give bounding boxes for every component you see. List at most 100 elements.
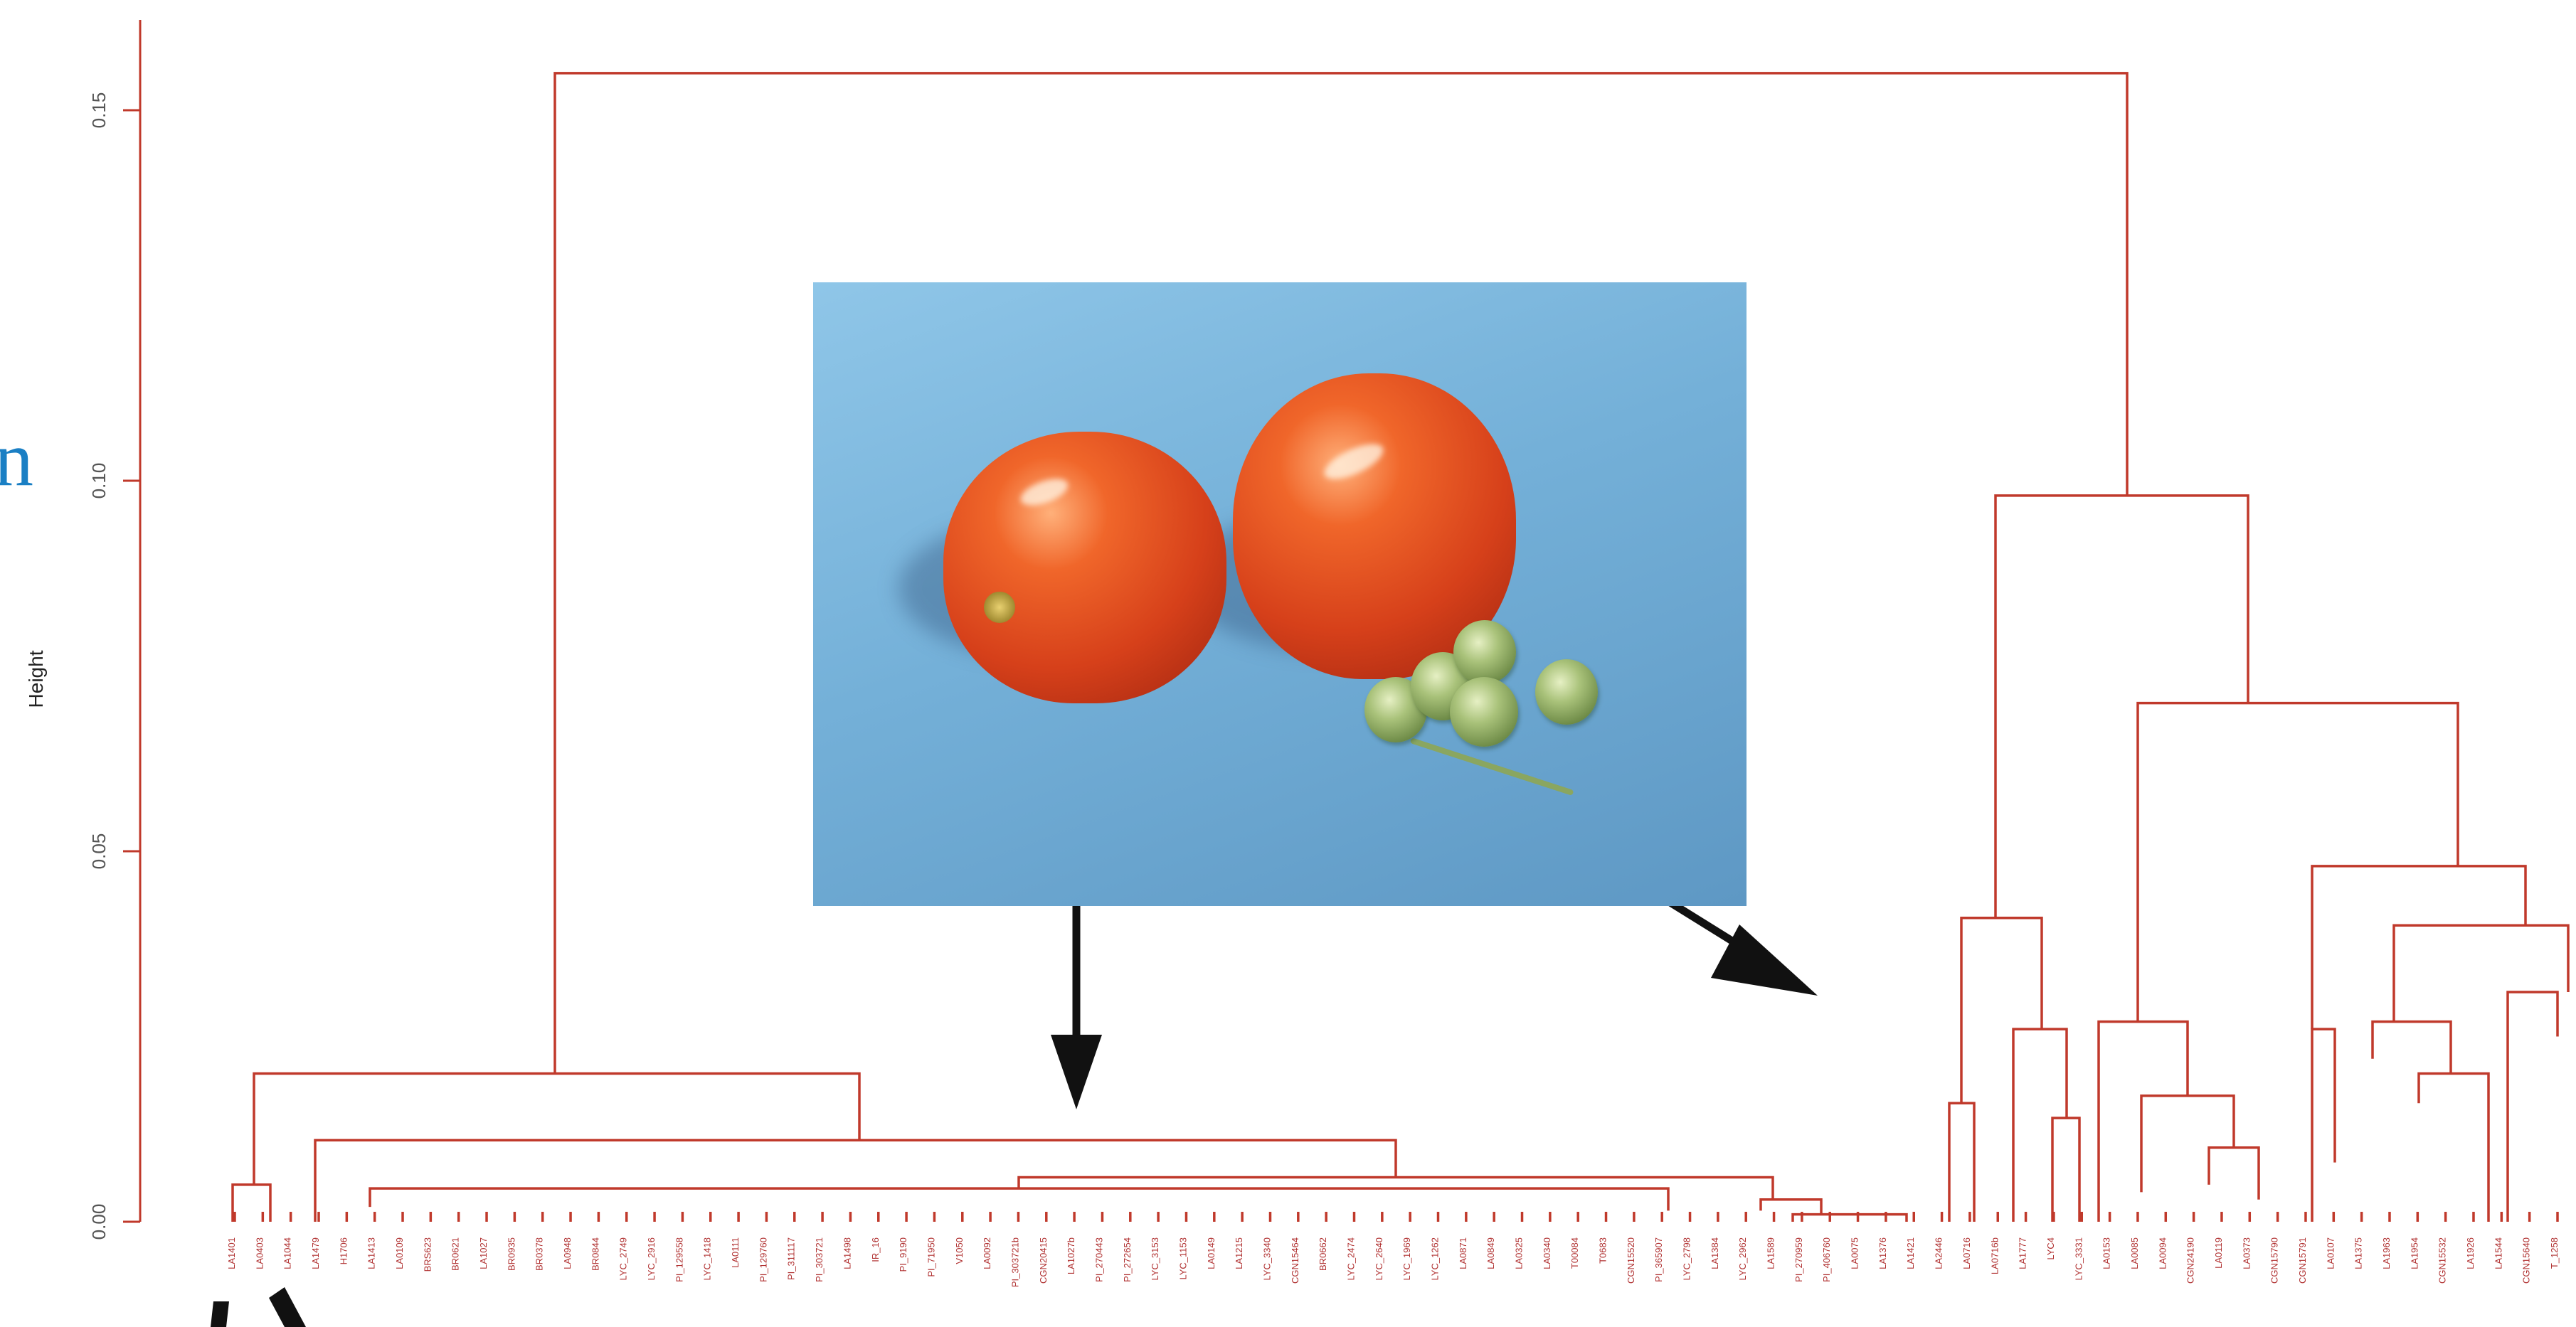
leaf-label: LYC_2798: [1682, 1237, 1692, 1280]
leaf-label: LA2446: [1934, 1237, 1944, 1269]
leaf-label: LA0109: [394, 1237, 405, 1269]
dendrogram-branch: [1961, 918, 2042, 1104]
leaf-label: PI_129558: [674, 1237, 684, 1282]
leaf-label: T_1258: [2549, 1237, 2560, 1269]
leaf-label: LA0871: [1458, 1237, 1468, 1269]
leaf-label: LA1215: [1234, 1237, 1244, 1269]
leaf-label: LYC_2749: [618, 1237, 629, 1280]
dendrogram-branch: [2099, 1022, 2188, 1222]
leaf-label: BR0378: [534, 1237, 545, 1271]
leaf-label: BR0621: [450, 1237, 461, 1271]
leaf-label: LA1589: [1766, 1237, 1776, 1269]
wild-berry: [1450, 677, 1518, 747]
leaf-label: PI_365907: [1653, 1237, 1664, 1282]
dendrogram-branch: [1793, 1215, 1907, 1222]
leaf-label: LA1777: [2018, 1237, 2028, 1269]
leaf-label: LA0325: [1514, 1237, 1525, 1269]
leaf-label: PI_272654: [1122, 1237, 1133, 1282]
leaf-label: PI_311117: [786, 1237, 797, 1280]
leaf-label: LA0373: [2241, 1237, 2252, 1269]
leaf-label: LA1401: [226, 1237, 237, 1269]
dendrogram-branch: [1949, 1103, 1974, 1222]
left-cluster-branch: [254, 1074, 859, 1185]
leaf-label: IR_16: [870, 1237, 881, 1262]
leaf-label: LYC_1262: [1430, 1237, 1441, 1280]
leaf-labels: LA1401 LA0403 LA1044 LA1479 H1706 LA1413 LA010…: [226, 1237, 2560, 1287]
dendrogram-branch: [2373, 1022, 2451, 1074]
leaf-label: H1706: [338, 1237, 349, 1264]
dendrogram-branch: [2052, 1118, 2079, 1222]
leaf-label: LA1375: [2353, 1237, 2364, 1269]
leaf-label: LYC_3153: [1150, 1237, 1160, 1280]
leaf-label: LYC_2640: [1374, 1237, 1384, 1280]
dendrogram-branch: [233, 1185, 270, 1222]
leaf-label: LA1376: [1877, 1237, 1888, 1269]
leaf-label: LA0085: [2129, 1237, 2140, 1269]
leaf-label: LA1413: [366, 1237, 377, 1269]
dendrogram-branch: [2209, 1148, 2259, 1200]
leaf-label: LA1044: [282, 1237, 293, 1269]
leaf-label: LA0403: [254, 1237, 265, 1269]
leaf-label: CGN15532: [2437, 1237, 2448, 1284]
leaf-label: PI_270959: [1793, 1237, 1804, 1282]
leaf-label: CGN15790: [2269, 1237, 2280, 1284]
leaf-label: BRS623: [422, 1237, 433, 1272]
leaf-label: LYC_2474: [1345, 1237, 1356, 1280]
berry-stalk: [1410, 737, 1574, 796]
arrow-fragment: [269, 1287, 306, 1327]
leaf-label: LYC_1418: [702, 1237, 713, 1280]
leaf-label: BR0844: [590, 1237, 600, 1271]
leaf-label: T0683: [1598, 1237, 1608, 1264]
leaf-label: LA0149: [1206, 1237, 1217, 1269]
leaf-label: LA1926: [2465, 1237, 2476, 1269]
leaf-label: LA1963: [2381, 1237, 2392, 1269]
dendrogram-branch: [2312, 866, 2525, 1029]
leaf-label: BR0662: [1318, 1237, 1328, 1271]
leaf-label: CGN24190: [2185, 1237, 2196, 1284]
leaf-label: LA0094: [2157, 1237, 2168, 1269]
leaf-label: LA1027: [478, 1237, 489, 1269]
leaf-label: LA0119: [2213, 1237, 2224, 1269]
leaf-label: V1050: [954, 1237, 965, 1264]
leaf-label: LYC_3331: [2073, 1237, 2084, 1280]
leaf-label: LYC_2962: [1737, 1237, 1748, 1280]
leaf-label: LA0340: [1542, 1237, 1552, 1269]
leaf-label: LA1954: [2409, 1237, 2419, 1269]
dendrogram-branch: [2508, 992, 2558, 1222]
dendrogram-branch: [2138, 703, 2458, 1022]
right-cluster-branch: [1995, 496, 2248, 918]
leaf-label: LA0849: [1485, 1237, 1496, 1269]
leaf-label: PI_9190: [898, 1237, 908, 1272]
leaf-label: LA0075: [1850, 1237, 1860, 1269]
leaf-label: LA0153: [2101, 1237, 2112, 1269]
leaf-label: LYC_2916: [646, 1237, 657, 1280]
dendrogram-branch: [1761, 1200, 1821, 1215]
down-arrow-head: [1051, 1035, 1102, 1109]
tomato-photo: [813, 282, 1747, 906]
leaf-label: LA1544: [2493, 1237, 2503, 1269]
dendrogram-branch: [2141, 1096, 2234, 1192]
leaf-label: PI_303721: [814, 1237, 825, 1282]
leaf-label: LA1027b: [1066, 1237, 1076, 1274]
dendrogram-branch: [2013, 1029, 2067, 1222]
leaf-label: LYC4: [2045, 1237, 2056, 1260]
leaf-label: CGN15464: [1290, 1237, 1300, 1284]
y-tick-label: 0.15: [88, 92, 110, 129]
leaf-label: BR0935: [506, 1237, 516, 1271]
dendrogram-branch: [2419, 1074, 2488, 1222]
leaf-label: CGN20415: [1038, 1237, 1049, 1284]
dendrogram-branch: [370, 1188, 1668, 1210]
y-tick-label: 0.05: [88, 833, 110, 870]
leaf-label: LA0107: [2325, 1237, 2336, 1269]
leaf-label: CGN15791: [2297, 1237, 2308, 1284]
leaf-label: LA1498: [842, 1237, 852, 1269]
leaf-label: LA1479: [310, 1237, 321, 1269]
dendrogram-branch: [315, 1140, 1396, 1222]
leaf-label: PI_270443: [1093, 1237, 1104, 1282]
leaf-label: CGN15640: [2521, 1237, 2532, 1284]
wild-berry: [1453, 620, 1516, 684]
y-axis: 0.000.050.100.15Height: [25, 20, 140, 1240]
dendrogram-branch: [2312, 1029, 2335, 1222]
y-axis-title: Height: [25, 650, 47, 708]
